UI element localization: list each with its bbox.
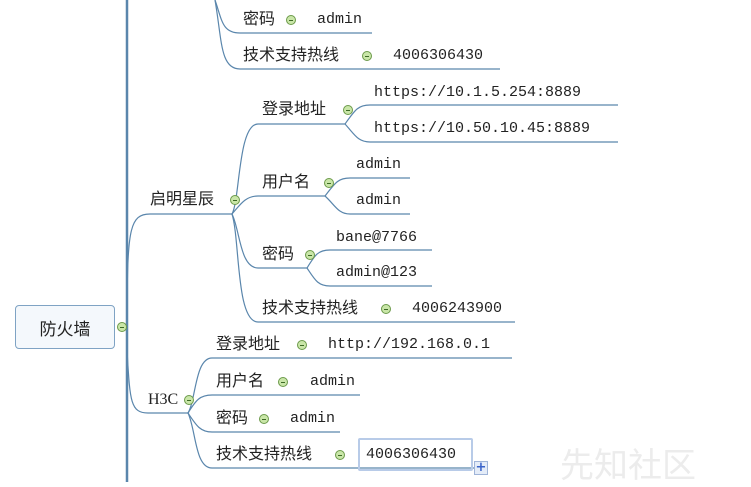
node-value[interactable]: 4006306430: [393, 47, 484, 64]
node-value[interactable]: admin: [317, 11, 363, 28]
collapse-icon[interactable]: [362, 51, 372, 61]
collapse-icon[interactable]: [259, 414, 269, 424]
add-node-plus-icon[interactable]: +: [474, 460, 488, 475]
node-h3c[interactable]: H3C: [148, 391, 179, 408]
node-value[interactable]: admin: [356, 156, 402, 173]
root-node-firewall[interactable]: 防火墙: [15, 305, 115, 349]
watermark: 先知社区: [560, 446, 696, 486]
collapse-icon[interactable]: [305, 250, 315, 260]
collapse-icon[interactable]: [184, 395, 194, 405]
collapse-icon[interactable]: [286, 15, 296, 25]
node-value[interactable]: http://192.168.0.1: [328, 336, 491, 353]
node-label[interactable]: 密码: [262, 246, 295, 263]
node-value-selected[interactable]: 4006306430: [366, 446, 457, 463]
node-label[interactable]: 用户名: [262, 174, 311, 191]
root-label: 防火墙: [39, 319, 91, 339]
collapse-icon[interactable]: [297, 340, 307, 350]
node-label[interactable]: 技术支持热线: [216, 446, 313, 463]
node-value[interactable]: admin: [310, 373, 356, 390]
collapse-icon[interactable]: [117, 322, 127, 332]
node-value[interactable]: admin: [356, 192, 402, 209]
node-label[interactable]: 密码: [216, 410, 249, 427]
collapse-icon[interactable]: [324, 178, 334, 188]
collapse-icon[interactable]: [335, 450, 345, 460]
collapse-icon[interactable]: [230, 195, 240, 205]
node-label[interactable]: 技术支持热线: [262, 300, 359, 317]
node-value[interactable]: admin: [290, 410, 336, 427]
node-value[interactable]: admin@123: [336, 264, 418, 281]
collapse-icon[interactable]: [343, 105, 353, 115]
node-label[interactable]: 登录地址: [216, 336, 281, 353]
selected-node-frame[interactable]: [358, 438, 473, 471]
node-label[interactable]: 技术支持热线: [243, 47, 340, 64]
node-value[interactable]: bane@7766: [336, 229, 418, 246]
collapse-icon[interactable]: [381, 304, 391, 314]
node-label[interactable]: 登录地址: [262, 101, 327, 118]
collapse-icon[interactable]: [278, 377, 288, 387]
node-qiming[interactable]: 启明星辰: [150, 191, 215, 208]
node-value[interactable]: 4006243900: [412, 300, 503, 317]
node-value[interactable]: https://10.1.5.254:8889: [374, 84, 582, 101]
node-label[interactable]: 密码: [243, 11, 276, 28]
node-label[interactable]: 用户名: [216, 373, 265, 390]
node-value[interactable]: https://10.50.10.45:8889: [374, 120, 591, 137]
